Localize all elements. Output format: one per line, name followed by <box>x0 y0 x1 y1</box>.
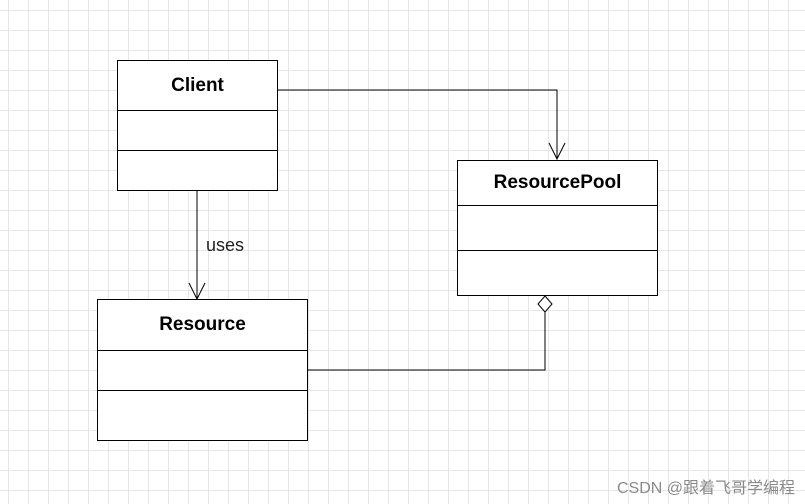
class-client-name: Client <box>118 61 277 111</box>
class-resource-attributes <box>98 351 307 391</box>
class-resourcepool-name: ResourcePool <box>458 161 657 206</box>
class-resourcepool-attributes <box>458 206 657 251</box>
edge-label-uses: uses <box>206 235 245 255</box>
watermark: CSDN @跟着飞哥学编程 <box>616 480 795 497</box>
edge-client-to-resourcepool <box>278 89 558 158</box>
edge-resource-to-resourcepool <box>308 312 546 371</box>
arrowhead-resourcepool <box>548 142 566 161</box>
class-resourcepool-methods <box>458 251 657 295</box>
class-client-attributes <box>118 111 277 151</box>
aggregation-diamond-icon <box>537 295 553 313</box>
class-resource[interactable]: Resource <box>97 299 308 441</box>
class-resource-name: Resource <box>98 300 307 351</box>
class-resource-methods <box>98 391 307 440</box>
class-resourcepool[interactable]: ResourcePool <box>457 160 658 296</box>
class-client-methods <box>118 151 277 190</box>
class-client[interactable]: Client <box>117 60 278 191</box>
